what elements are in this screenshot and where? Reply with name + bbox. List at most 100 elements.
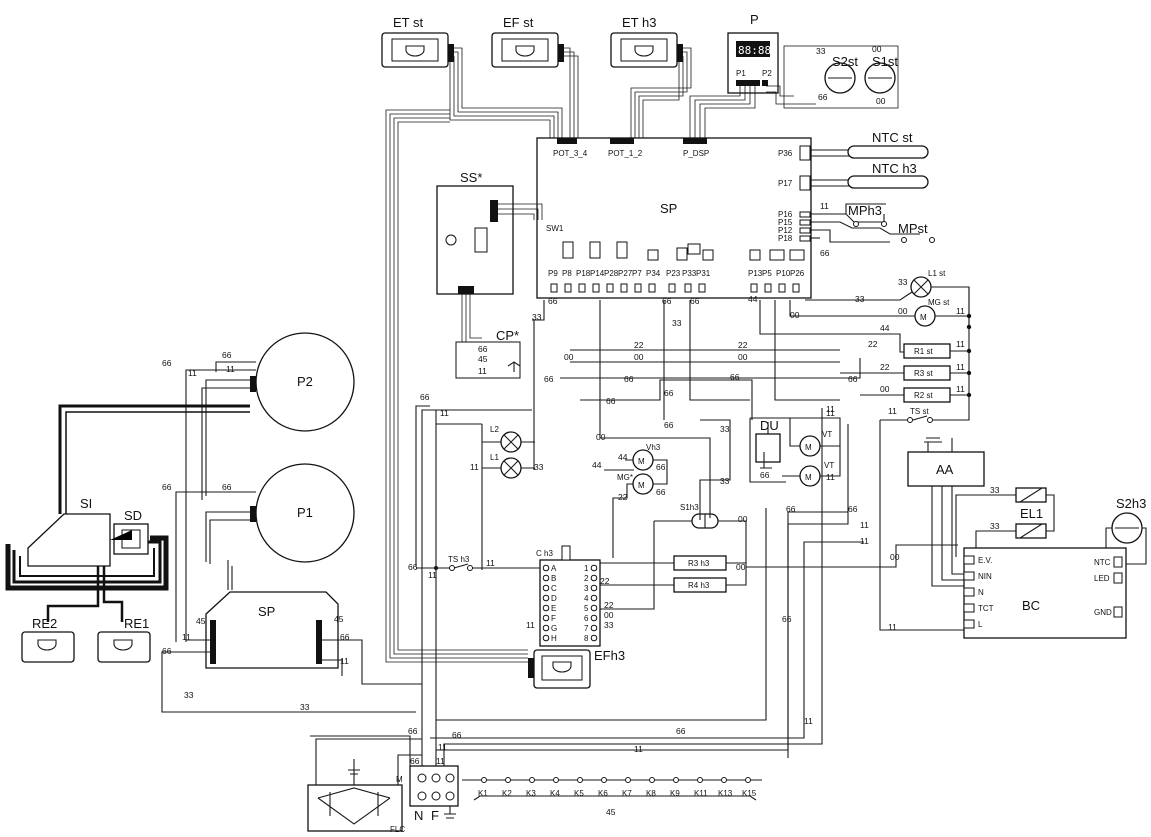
svg-text:00: 00 [738,514,748,524]
svg-text:11: 11 [428,570,437,580]
svg-text:22: 22 [738,340,748,350]
k-terminal-label: K1 [478,789,488,798]
svg-text:11: 11 [860,536,869,546]
ch3-right-label: 8 [584,634,589,643]
top-cables [385,47,756,663]
sp-terminal-label: P7 [632,269,642,278]
p1-label: P1 [297,505,313,520]
svg-text:44: 44 [592,460,602,470]
svg-text:66: 66 [662,296,672,306]
svg-text:11: 11 [956,339,965,349]
svg-text:66: 66 [408,726,418,736]
svg-text:M: M [920,313,927,322]
aa-label: AA [936,462,954,477]
sp-right-terminal [799,227,811,234]
svg-text:00: 00 [876,96,886,106]
el1-valve: EL1 33 33 [955,485,1055,557]
sp-terminal [698,283,706,293]
ch3-left-terminal [542,604,550,612]
svg-text:66: 66 [656,487,666,497]
svg-text:66: 66 [340,632,350,642]
k-terminal [505,777,511,783]
ch3-right-terminal [590,624,598,632]
sp-terminal [764,283,772,293]
tsst-label: TS st [910,407,929,416]
svg-text:66: 66 [624,374,634,384]
sw1-label: SW1 [546,224,564,233]
sd-label: SD [124,508,142,523]
ef-st-control: EF st [491,15,564,68]
sp-right-terminal [799,211,811,218]
bc-left-label: TCT [978,604,994,613]
cp-connector: CP* 66 45 11 [455,328,521,379]
sp-right-terminal [799,219,811,226]
k-terminal-label: K13 [718,789,733,798]
k-terminal [529,777,535,783]
p2-label: P2 [297,374,313,389]
l1-label: L1 [490,453,499,462]
du-label: DU [760,418,779,433]
ch3-left-terminal [542,584,550,592]
svg-text:33: 33 [184,690,194,700]
svg-text:33: 33 [990,521,1000,531]
svg-text:33: 33 [990,485,1000,495]
p36-label: P36 [778,149,793,158]
s2h3-label: S2h3 [1116,496,1146,511]
svg-text:00: 00 [736,562,746,572]
svg-text:11: 11 [438,742,447,752]
flc-filter: FLC [307,738,422,834]
ch3-left-label: B [551,574,556,583]
svg-text:66: 66 [548,296,558,306]
ch3-right-terminal [590,614,598,622]
svg-text:66: 66 [818,92,828,102]
ch3-right-terminal [590,634,598,642]
ch3-left-label: D [551,594,557,603]
ch3-left-label: G [551,624,557,633]
ef-st-label: EF st [503,15,534,30]
bc-left-terminal [963,587,975,597]
efh3-label: EFh3 [594,648,625,663]
ch3-left-terminal [542,614,550,622]
svg-text:11: 11 [188,368,197,378]
sp-terminal-label: P26 [790,269,805,278]
sp-terminal-label: P34 [646,269,661,278]
svg-text:33: 33 [532,312,542,322]
svg-text:22: 22 [880,362,890,372]
svg-text:66: 66 [690,296,700,306]
svg-text:11: 11 [826,408,835,418]
bc-right-terminal [1113,572,1123,584]
sp-terminal [564,283,572,293]
sp-terminal [550,283,558,293]
ch3-left-terminal [542,594,550,602]
svg-text:66: 66 [478,344,488,354]
bc-left-label: L [978,620,983,629]
si-label: SI [80,496,92,511]
pumps: P2 P1 66 11 66 11 66 66 [162,332,355,642]
svg-text:33: 33 [534,462,544,472]
k-terminal-label: K4 [550,789,560,798]
vh3-label: Vh3 [646,443,661,452]
flc-label: FLC [390,825,405,834]
svg-text:00: 00 [872,44,882,54]
svg-text:M: M [805,473,812,482]
mph3-label: MPh3 [848,203,882,218]
sp-terminal-label: P23 [666,269,681,278]
svg-text:11: 11 [956,384,965,394]
k-bus-label: 45 [606,807,616,817]
svg-text:44: 44 [618,452,628,462]
s1st-label: S1st [872,54,898,69]
svg-text:22: 22 [604,600,614,610]
sp-terminal [668,283,676,293]
sp-terminal [778,283,786,293]
svg-text:M: M [805,443,812,452]
sp-right-terminal-label: P18 [778,234,793,243]
r2st-label: R2 st [914,391,933,400]
l2-label: L2 [490,425,499,434]
cp-label: CP* [496,328,519,343]
svg-text:11: 11 [226,364,235,374]
svg-text:66: 66 [676,726,686,736]
svg-text:66: 66 [410,756,420,766]
r4h3-label: R4 h3 [688,581,710,590]
